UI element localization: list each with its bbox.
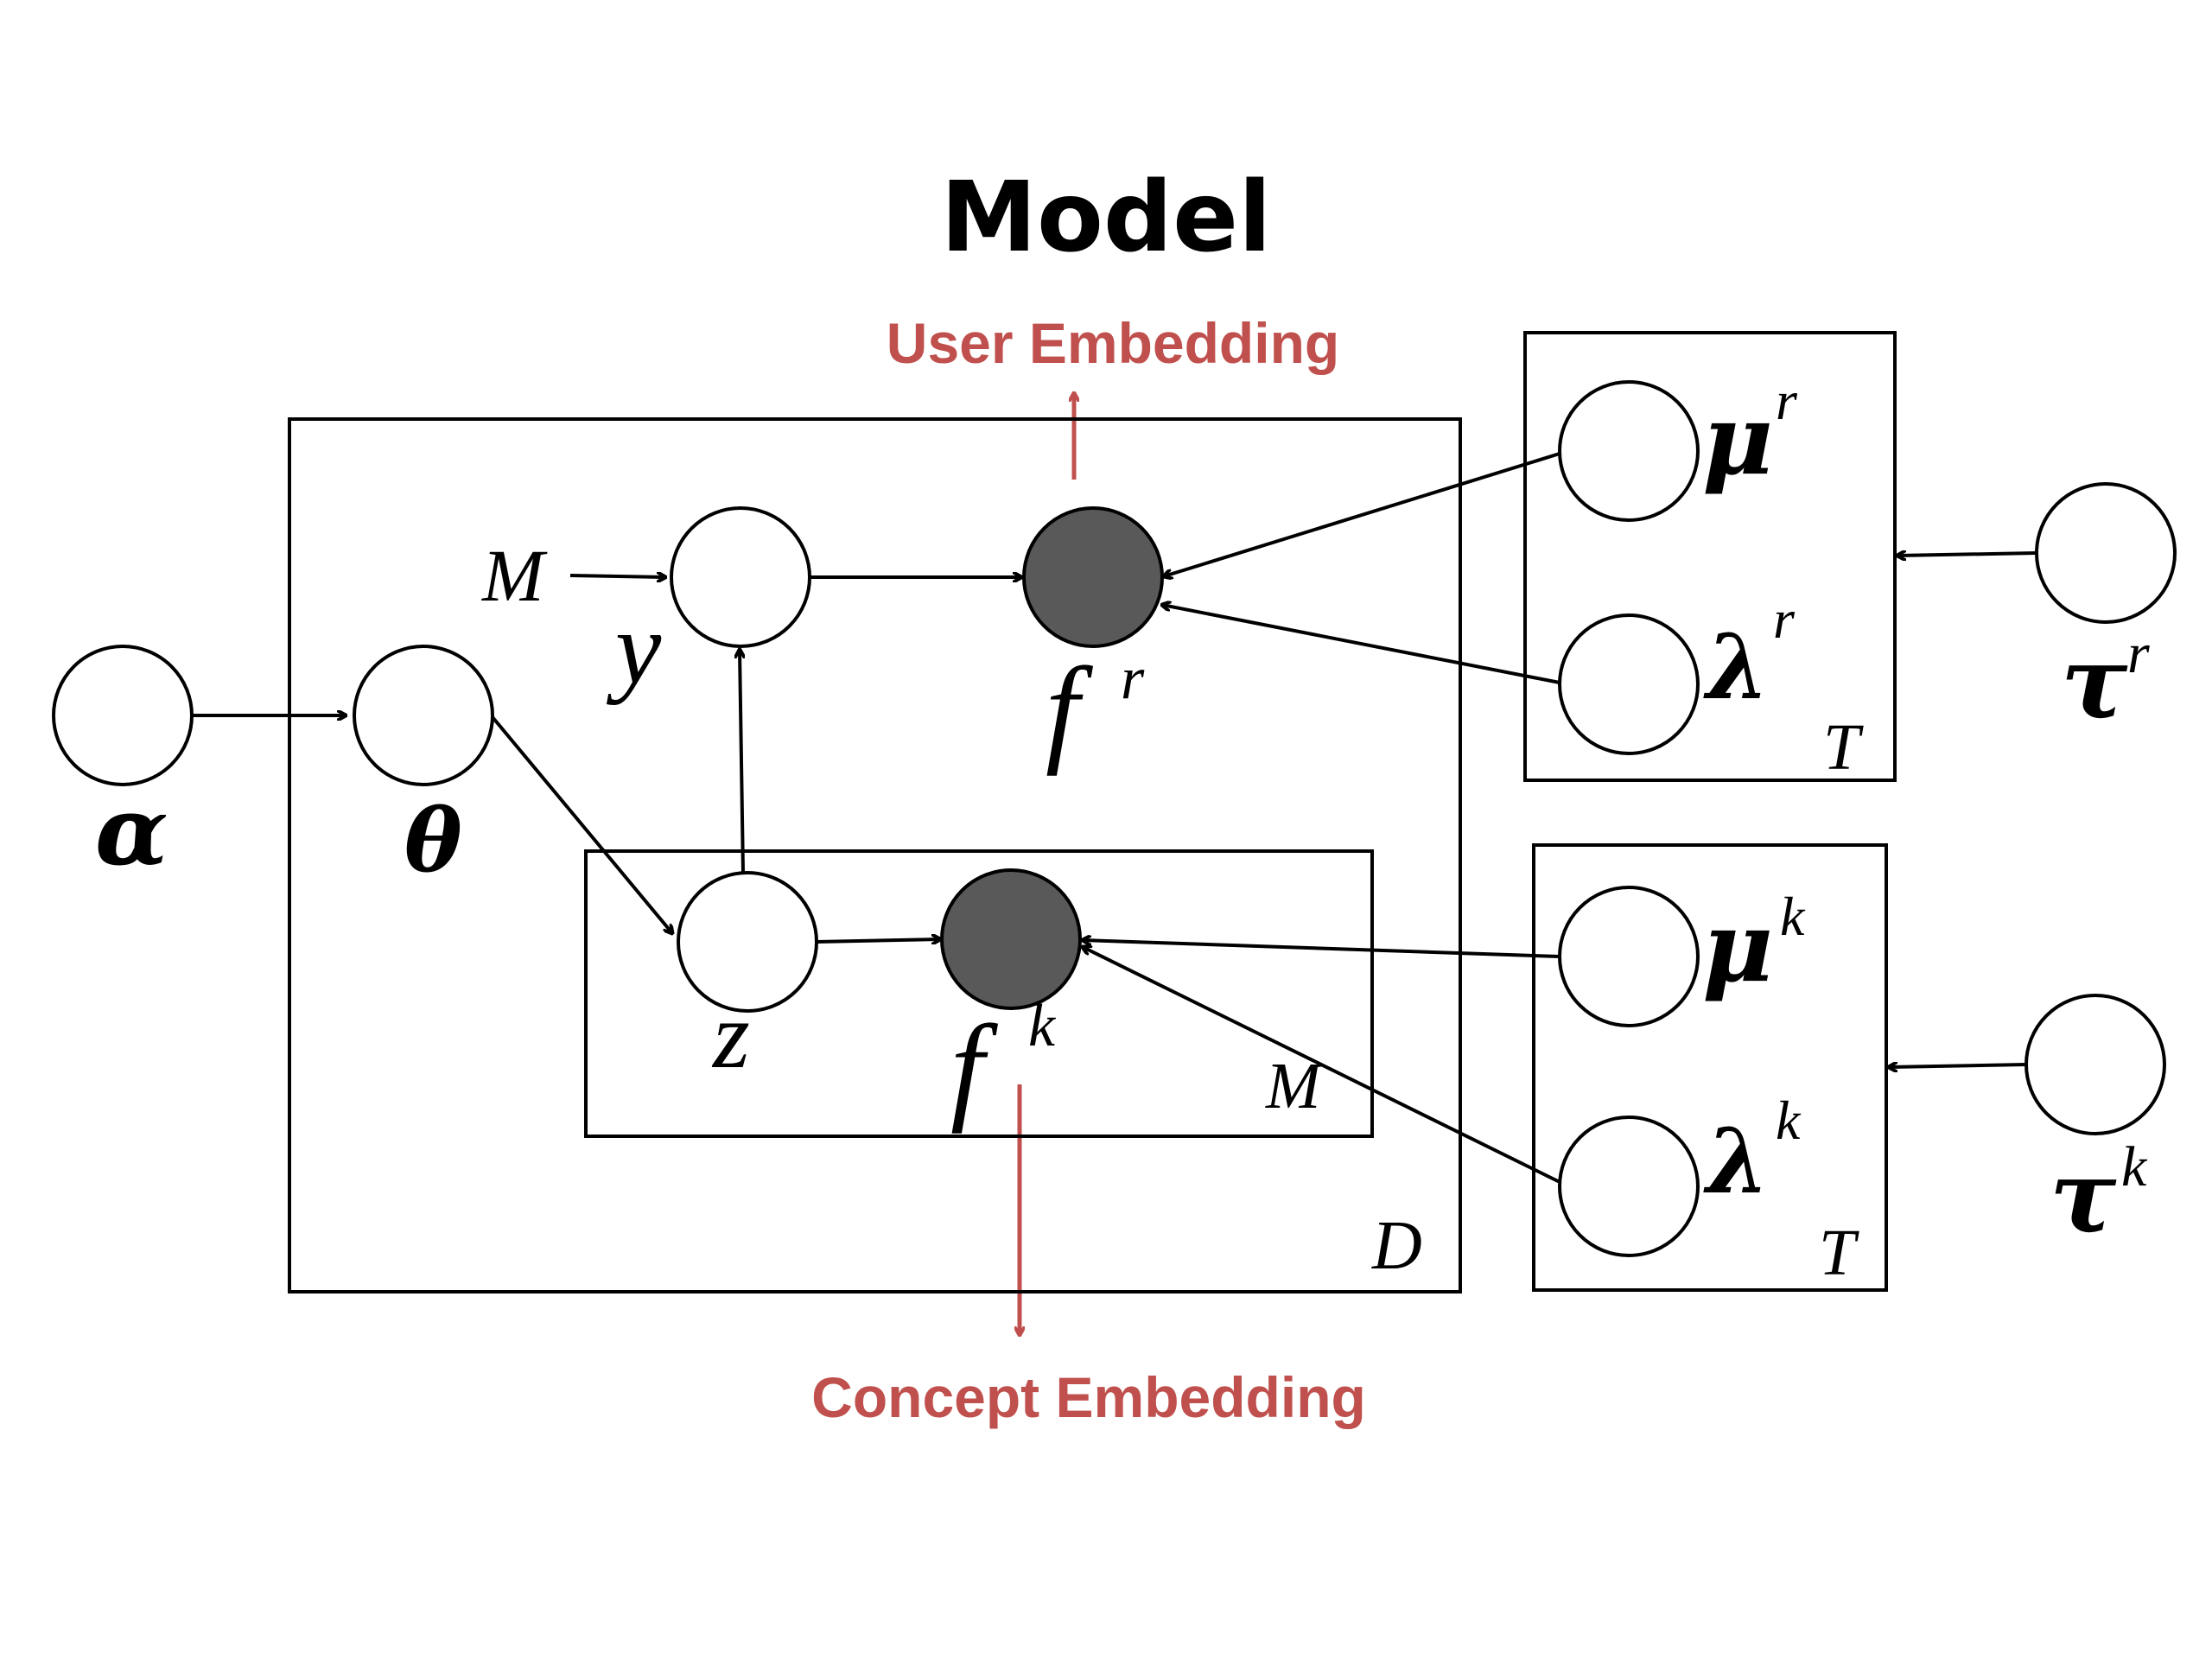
node-mu-k xyxy=(1558,886,1700,1027)
label-alpha: α xyxy=(95,775,168,887)
label-tau-k: τ xyxy=(2050,1139,2117,1255)
edge-theta-z xyxy=(491,715,672,933)
edge-z-y xyxy=(740,650,743,874)
plate-M-inner xyxy=(584,849,1374,1138)
label-tau-r: τ xyxy=(2061,625,2128,741)
edge-tauk-plate xyxy=(1889,1065,2027,1067)
edge-lambdar-fr xyxy=(1162,605,1560,684)
node-z xyxy=(677,871,818,1013)
edge-mur-fr xyxy=(1164,452,1560,576)
node-tau-r xyxy=(2035,482,2177,624)
node-f-r-observed xyxy=(1022,506,1164,648)
edge-M-y xyxy=(569,575,665,577)
label-mu-k-sup: k xyxy=(1780,886,1806,947)
slide-title: Model xyxy=(941,162,1272,274)
label-mu-r-sup: r xyxy=(1776,370,1798,431)
label-M-input: M xyxy=(480,534,548,617)
node-tau-k xyxy=(2024,994,2166,1135)
node-lambda-r xyxy=(1558,613,1700,755)
node-lambda-k xyxy=(1558,1116,1700,1257)
node-f-k-observed xyxy=(940,868,1082,1010)
label-theta: θ xyxy=(404,790,462,892)
label-lambda-r-sup: r xyxy=(1773,588,1796,650)
edge-lambdak-fk xyxy=(1083,947,1560,1184)
label-tau-k-sup: k xyxy=(2121,1135,2148,1198)
label-y: y xyxy=(606,590,662,705)
label-f-k-sup: k xyxy=(1028,993,1057,1059)
node-mu-r xyxy=(1558,380,1700,522)
label-tau-r-sup: r xyxy=(2127,622,2150,685)
node-alpha xyxy=(52,645,194,786)
label-lambda-k: λ xyxy=(1703,1108,1770,1214)
label-f-r: f xyxy=(1046,643,1094,777)
concept-embedding-callout: Concept Embedding xyxy=(811,1365,1366,1429)
label-f-k: f xyxy=(950,1001,999,1135)
plate-T-bottom-label: T xyxy=(1819,1217,1859,1289)
label-z: z xyxy=(711,982,750,1088)
plate-D-label: D xyxy=(1371,1208,1422,1284)
node-theta xyxy=(353,645,494,786)
label-mu-k: μ xyxy=(1702,891,1773,1004)
plate-T-top-label: T xyxy=(1823,711,1864,784)
label-lambda-k-sup: k xyxy=(1776,1090,1802,1151)
label-mu-r: μ xyxy=(1702,384,1773,497)
edge-muk-fk xyxy=(1083,940,1560,958)
edge-taur-plate xyxy=(1897,553,2037,556)
user-embedding-callout: User Embedding xyxy=(887,311,1339,375)
label-f-r-sup: r xyxy=(1121,645,1145,712)
label-lambda-r: λ xyxy=(1703,613,1770,720)
plate-D xyxy=(288,417,1462,1294)
plate-T-top xyxy=(1523,331,1897,782)
edge-z-fk xyxy=(816,939,940,942)
plate-T-bottom xyxy=(1532,843,1888,1292)
node-y xyxy=(670,506,811,648)
